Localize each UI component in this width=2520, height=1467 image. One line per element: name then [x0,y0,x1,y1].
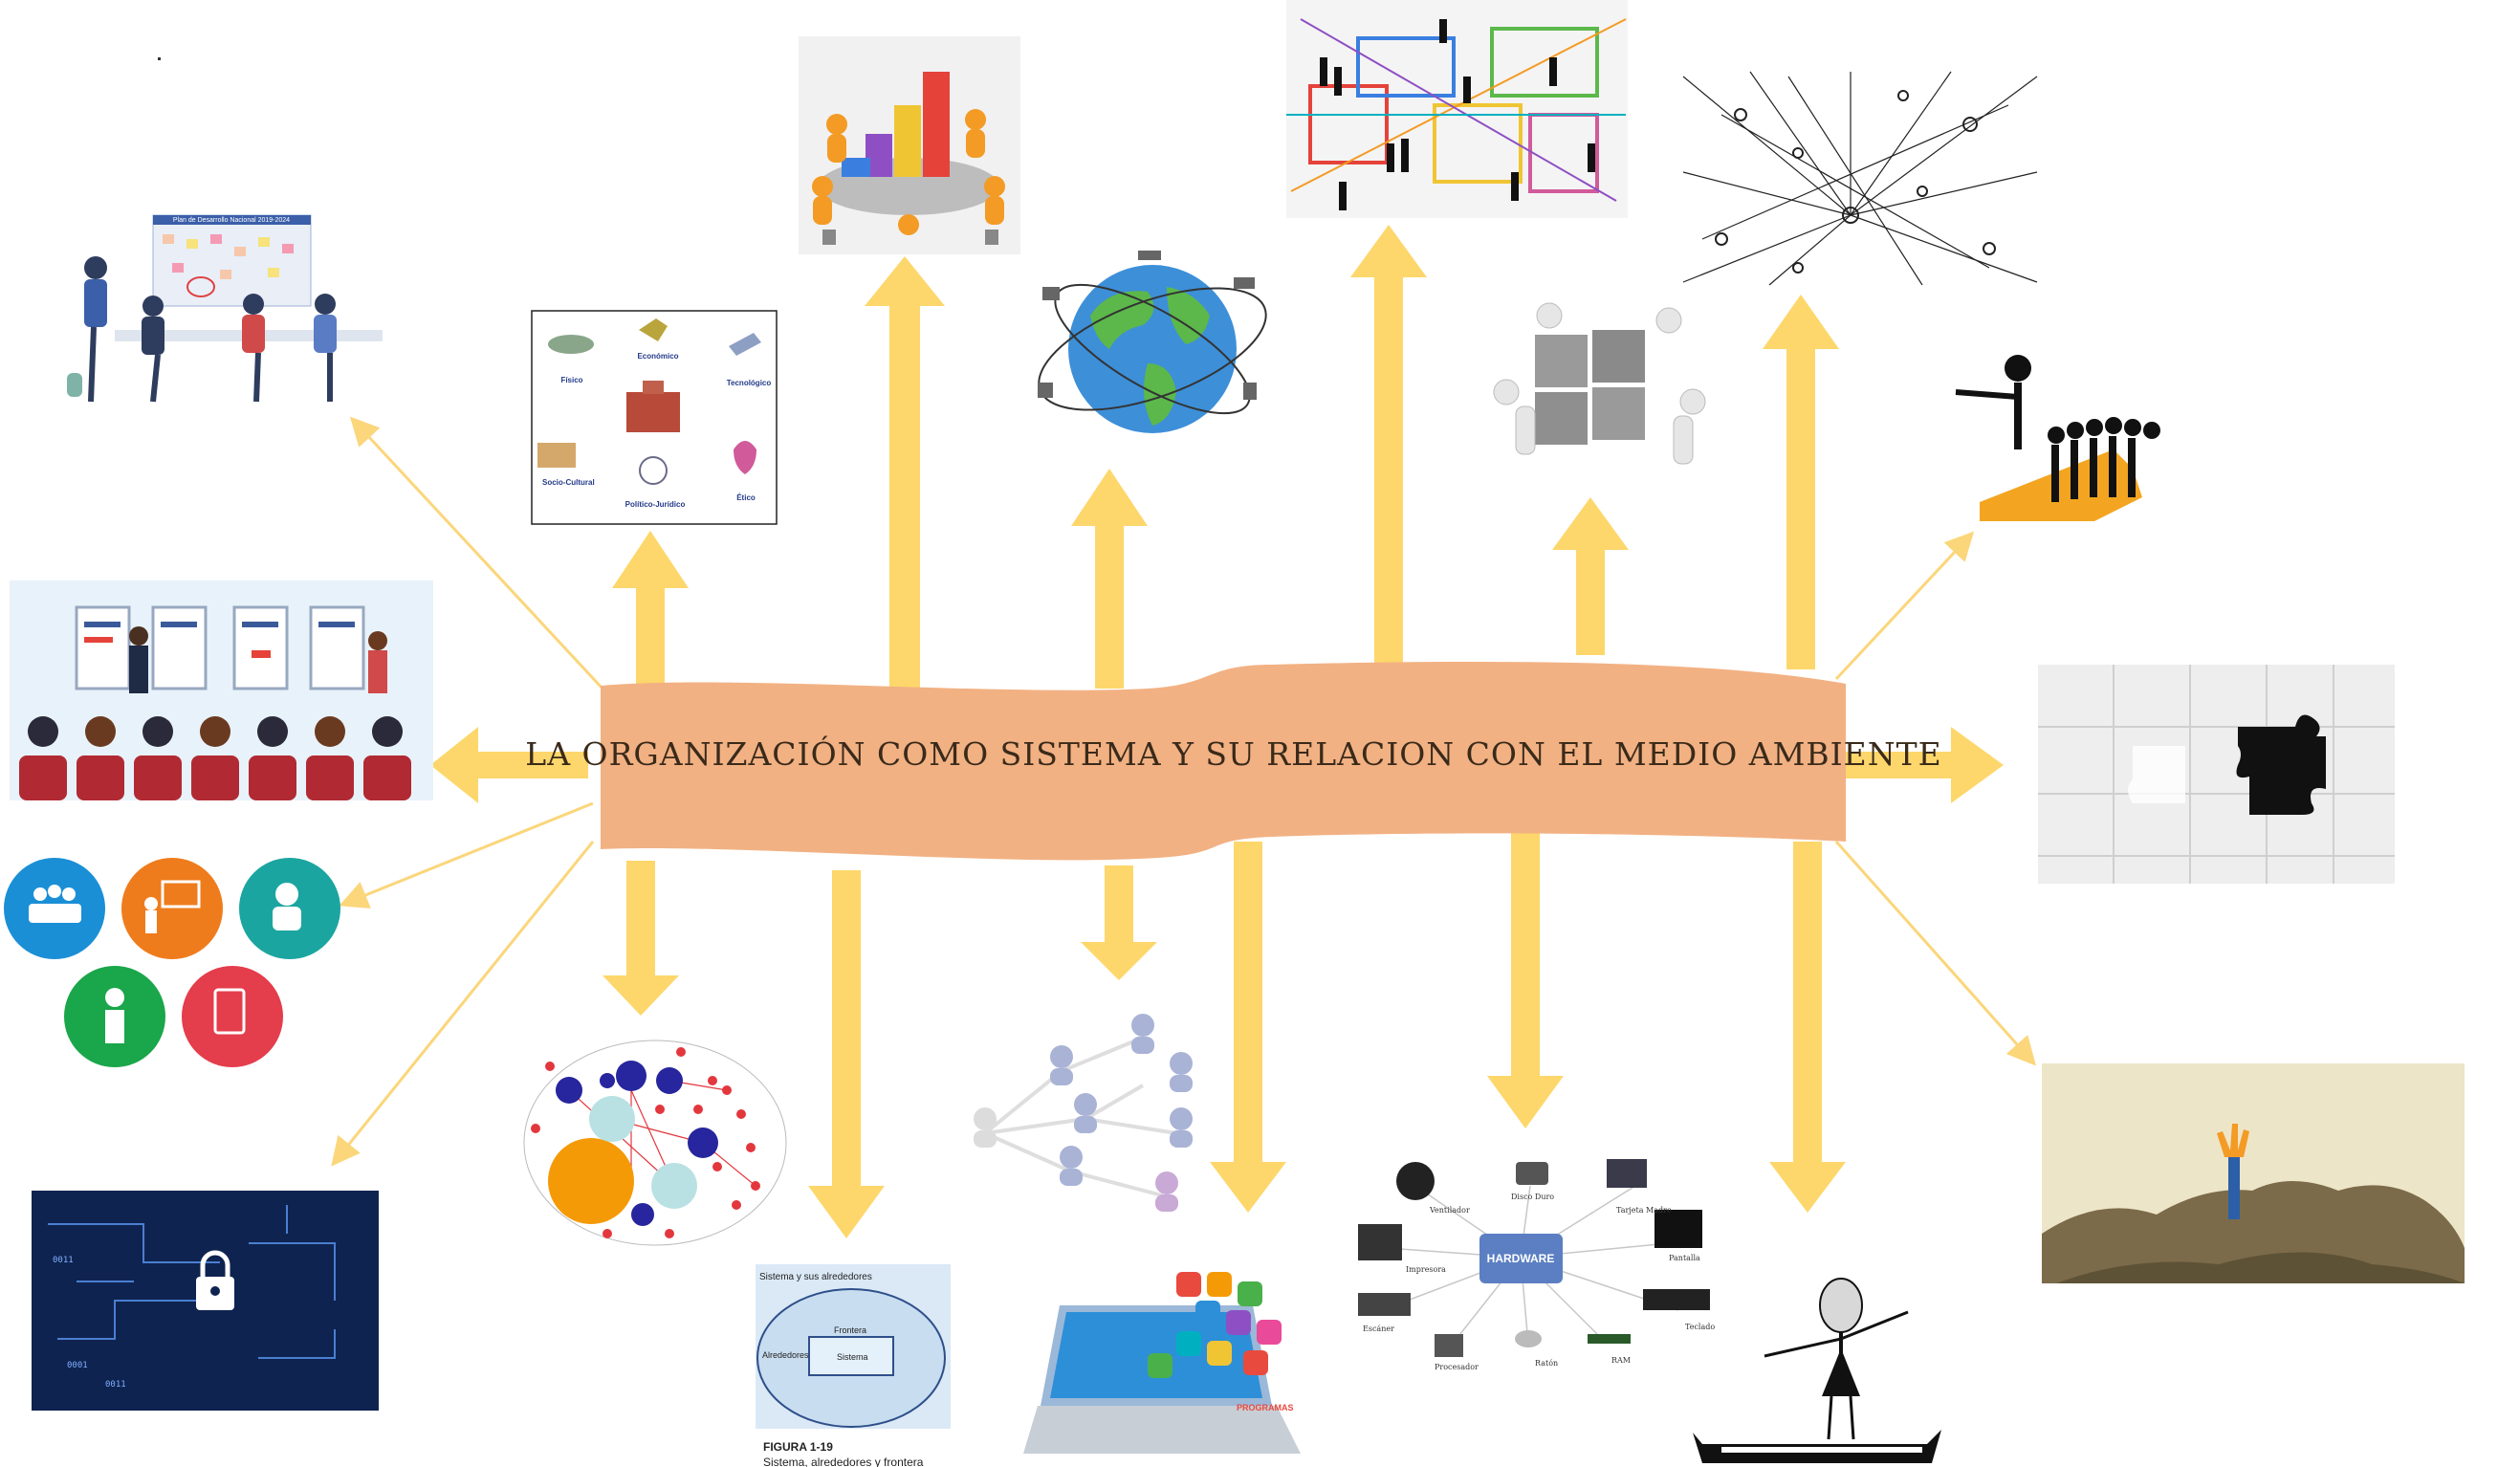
hr-icons-illustration [4,858,340,1067]
arrow-up-environment [612,531,689,684]
arrow-down-bubbles [603,861,679,1016]
meeting-illustration [799,36,1020,254]
env-label-economico: Económico [637,352,678,361]
arrow-down-users [1081,865,1157,980]
svg-text:0011: 0011 [105,1380,126,1390]
env-label-fisico: Físico [560,376,582,384]
bubbles-illustration [523,1040,787,1246]
title-banner [601,661,1846,861]
colored-network-illustration [1286,0,1628,218]
hw-part-8: RAM [1611,1356,1631,1365]
user-network-illustration [974,1014,1193,1212]
svg-text:0011: 0011 [53,1256,74,1265]
balance-figure-illustration [1693,1278,1941,1463]
hardware-center-label: HARDWARE [1487,1252,1555,1265]
env-label-etico: Ético [736,493,756,502]
system-frontera: Frontera [834,1325,866,1335]
system-title: Sistema y sus alrededores [759,1272,872,1282]
hw-part-1: Disco Duro [1511,1193,1554,1201]
thin-arrow-trash [1834,841,2036,1066]
arrow-up-globe [1071,469,1148,689]
arrow-down-system [808,870,885,1238]
env-label-politico: Político-Jurídico [625,500,686,509]
thin-arrow-plan [349,416,604,690]
arrow-down-hardware [1487,832,1564,1128]
stray-dot [158,57,161,60]
env-label-sociocultural: Socio-Cultural [542,478,595,487]
thin-arrow-hr [339,801,594,909]
arrow-down-laptop [1210,842,1286,1213]
arrow-right-puzzle-missing [1846,727,2004,803]
hw-part-5: Escáner [1363,1325,1394,1333]
puzzle-missing-illustration [2038,665,2395,884]
arrow-up-meeting [865,256,945,698]
system-alrededores: Alrededores [762,1350,809,1360]
presentation-illustration [10,580,433,800]
arrow-up-network [1350,225,1427,669]
hardware-part-labels: Ventilador Disco Duro Tarjeta Madre Impr… [1363,1193,1715,1371]
system-caption: Sistema, alrededores y frontera [763,1456,924,1467]
leader-illustration [1955,355,2160,521]
puzzle-people-illustration [1493,302,1706,465]
thin-arrows [331,416,2036,1167]
system-sistema: Sistema [837,1352,868,1362]
web-network-illustration [1680,69,2040,287]
plan-header: Plan de Desarrollo Nacional 2019-2024 [173,217,290,224]
block-arrows [430,225,2004,1238]
thin-arrow-circuit [331,841,595,1167]
system-figure-label: FIGURA 1-19 [763,1440,833,1454]
laptop-illustration [1023,1272,1301,1454]
hw-part-3: Impresora [1406,1265,1446,1274]
system-figure [756,1262,952,1430]
hw-part-7: Ratón [1535,1359,1558,1368]
environment-panel [531,310,778,525]
hw-part-4: Pantalla [1669,1254,1700,1262]
title-text: LA ORGANIZACIÓN COMO SISTEMA Y SU RELACI… [525,734,1942,773]
hw-part-2: Tarjeta Madre [1616,1206,1672,1215]
plan-illustration [67,214,383,403]
circuit-illustration: 0011 0001 0011 [32,1191,379,1411]
svg-text:0001: 0001 [67,1361,88,1370]
arrow-down-balance [1769,842,1846,1213]
hardware-diagram [1344,1152,1736,1372]
env-label-tecnologico: Tecnológico [727,379,772,387]
thin-arrow-leader [1834,531,1975,681]
arrow-left-presentation [430,727,588,803]
hw-part-9: Teclado [1685,1323,1715,1331]
waste-pile-illustration [2042,1063,2465,1283]
hw-part-6: Procesador [1435,1363,1479,1371]
arrow-up-puzzle [1552,497,1629,655]
hw-part-0: Ventilador [1429,1206,1470,1215]
globe-illustration [1038,251,1267,433]
arrow-up-web [1763,295,1839,669]
laptop-programs-label: PROGRAMAS [1237,1403,1294,1412]
